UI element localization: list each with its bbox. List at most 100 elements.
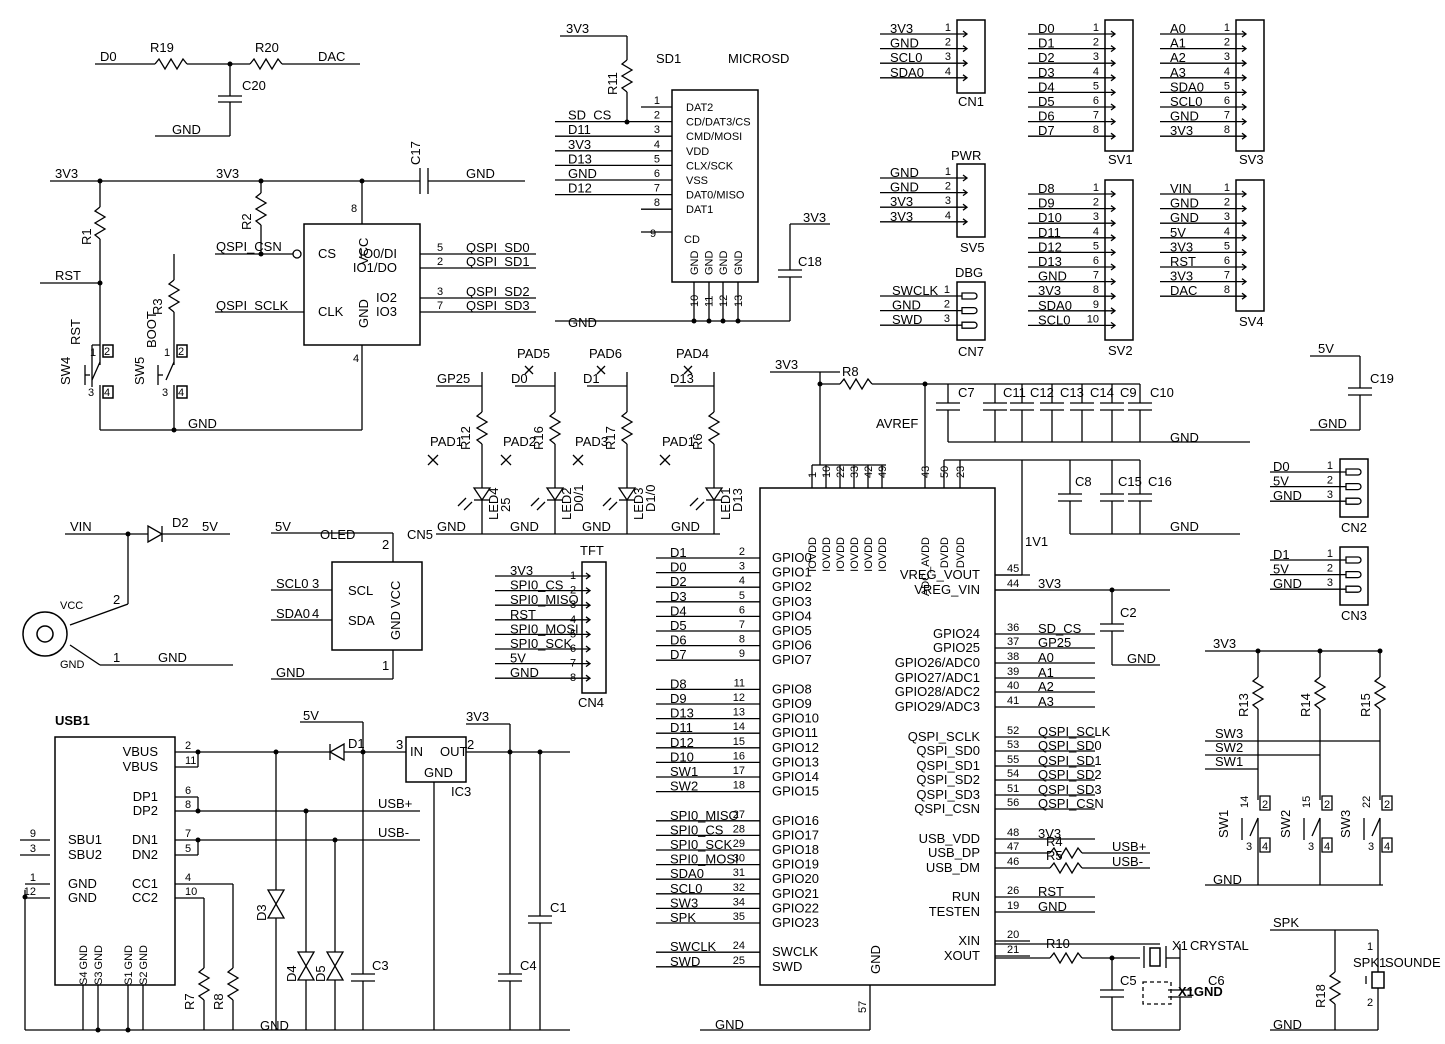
sd-pin-name-clx-sck: CLX/SCK: [686, 160, 734, 172]
mcu-right-pin-gpio29-adc3: GPIO29/ADC3: [895, 699, 980, 714]
sv5-ref: SV5: [960, 240, 985, 255]
sv3-pin-7: 7: [1224, 110, 1230, 122]
mcu-right-pin-num-51: 51: [1007, 783, 1019, 795]
sv3-pin-4: 4: [1224, 66, 1230, 78]
usb-left-pin-sbu1-9: SBU1: [68, 832, 102, 847]
usb-c4: C4: [520, 958, 537, 973]
cn3-pin-2: 2: [1327, 563, 1333, 575]
sv4-net-3v3-7: 3V3: [1170, 269, 1193, 284]
label-rst-switch: RST: [68, 319, 83, 345]
mcu-left-net-sw1: SW1: [670, 764, 698, 779]
ic3-p3: 3: [396, 737, 403, 752]
sv5-net-gnd-2: GND: [890, 180, 919, 195]
label-rail-gnd: GND: [466, 166, 495, 181]
sv4-pin-arrow: [1241, 248, 1248, 256]
flash-pin-4: 4: [353, 353, 359, 365]
mcu-3v3: 3V3: [775, 357, 798, 372]
swblk-pin3: 3: [1308, 841, 1314, 853]
cn3-net-d1: D1: [1273, 547, 1290, 562]
usb-r8: R8: [211, 993, 226, 1010]
tft-net-spi0-cs: SPI0_CS: [510, 578, 564, 593]
mcu-right-net-qspi-sd0-53: QSPI_SD0: [1038, 738, 1102, 753]
sv1-pin-arrow: [1110, 59, 1117, 67]
decoup-bot-c8: C8: [1075, 474, 1092, 489]
mcu-left-pin-gpio19: GPIO19: [772, 857, 819, 872]
mcu-right-pin-qspi-sd0: QSPI_SD0: [916, 743, 980, 758]
tft-pin-arrow: [585, 572, 592, 580]
decoup-bot-c15: C15: [1118, 474, 1142, 489]
swblk-3v3: 3V3: [1213, 636, 1236, 651]
mcu-right-pin-num-26: 26: [1007, 885, 1019, 897]
mcu-left-pin-num-25: 25: [733, 955, 745, 967]
flash-pin-io1-do: IO1/DO: [353, 260, 397, 275]
mcu-left-pin-gpio0: GPIO0: [772, 550, 812, 565]
mcu-left-pin-num-30: 30: [733, 853, 745, 865]
mcu-left-net-spi0-sck: SPI0_SCK: [670, 837, 732, 852]
ic3-gnd: GND: [424, 765, 453, 780]
sv1-net-d1-2: D1: [1038, 36, 1055, 51]
usb-left-pin-gnd-12: GND: [68, 890, 97, 905]
sv2-pin-arrow: [1110, 321, 1117, 329]
sv3-pin-arrow: [1241, 59, 1248, 67]
led-label-d1-0: D1/0: [643, 485, 658, 512]
sw4-pin2: 2: [104, 346, 110, 358]
led-pad-net-d13: D13: [670, 371, 694, 386]
cn1-pin-3: 3: [945, 51, 951, 63]
cn3-pin-shape: [1345, 585, 1362, 593]
mcu-right-pin-usb-dm: USB_DM: [926, 860, 980, 875]
sv4-net-vin-1: VIN: [1170, 181, 1192, 196]
sv2-net-scl0-10: SCL0: [1038, 312, 1071, 327]
mcu-left-net-swd: SWD: [670, 954, 700, 969]
sd-pin-num-6: 6: [654, 168, 660, 180]
sd-pin-num-3: 3: [654, 124, 660, 136]
label-sw-gnd: GND: [188, 416, 217, 431]
flash-pin-io3: IO3: [376, 304, 397, 319]
label-jack-gnd-net: GND: [158, 650, 187, 665]
mcu-r4: R4: [1046, 834, 1063, 849]
usb-bottom-pin-s1: S1: [123, 972, 135, 985]
tft-pin-3: 3: [570, 599, 576, 611]
tft-pin-arrow: [585, 587, 592, 595]
oled-ref: CN5: [407, 527, 433, 542]
tft-pin-4: 4: [570, 614, 576, 626]
mcu-top-name-dvdd-23: DVDD: [955, 537, 967, 568]
cn3-connector: [1339, 546, 1369, 606]
sv4-pin-arrow: [1241, 234, 1248, 242]
mcu-top-pin-22: 22: [835, 466, 847, 478]
spk-net: SPK: [1273, 915, 1299, 930]
usb-bottom-gnd-0: GND: [78, 945, 90, 970]
swblk-junction: [1317, 648, 1323, 654]
mcu-left-net-d2: D2: [670, 574, 687, 589]
mcu-right-net-usb: USB-: [1112, 854, 1143, 869]
mcu-left-pin-num-15: 15: [733, 736, 745, 748]
cn7-pin-shape: [961, 306, 978, 315]
mcu-right-net-gp25-37: GP25: [1038, 635, 1071, 650]
sv4-pin-arrow: [1241, 278, 1248, 286]
sv1-net-d4-5: D4: [1038, 79, 1055, 94]
swblk-top-num-15: 15: [1301, 796, 1313, 808]
sv4-net-gnd-3: GND: [1170, 210, 1199, 225]
sv2-pin-9: 9: [1093, 299, 1099, 311]
mcu-right-pin-num-37: 37: [1007, 636, 1019, 648]
mcu-left-net-d11: D11: [670, 720, 693, 735]
sv3-pin-2: 2: [1224, 37, 1230, 49]
sv4-pin-arrow: [1241, 219, 1248, 227]
spk-p1: 1: [1367, 941, 1373, 953]
sv3-net-gnd-7: GND: [1170, 109, 1199, 124]
swblk-pin3: 3: [1246, 841, 1252, 853]
cn1-pin-4: 4: [945, 66, 951, 78]
mcu-right-net-a1-39: A1: [1038, 665, 1054, 680]
decoup-top-c14: C14: [1090, 385, 1114, 400]
sd-pin-num-5: 5: [654, 153, 660, 165]
sw5-pin2: 2: [178, 346, 184, 358]
mcu-left-net-scl0: SCL0: [670, 881, 703, 896]
decoup-top-c12: C12: [1030, 385, 1054, 400]
swblk-net-sw1: SW1: [1215, 754, 1243, 769]
sd-bottom-pin-10: 10: [689, 295, 701, 307]
cn7-net-swclk: SWCLK: [892, 283, 939, 298]
sv3-net-a0-1: A0: [1170, 21, 1186, 36]
cn7-ref: CN7: [958, 344, 984, 359]
mcu-right-net-a2-40: A2: [1038, 679, 1054, 694]
led-gnd-2: GND: [510, 519, 539, 534]
